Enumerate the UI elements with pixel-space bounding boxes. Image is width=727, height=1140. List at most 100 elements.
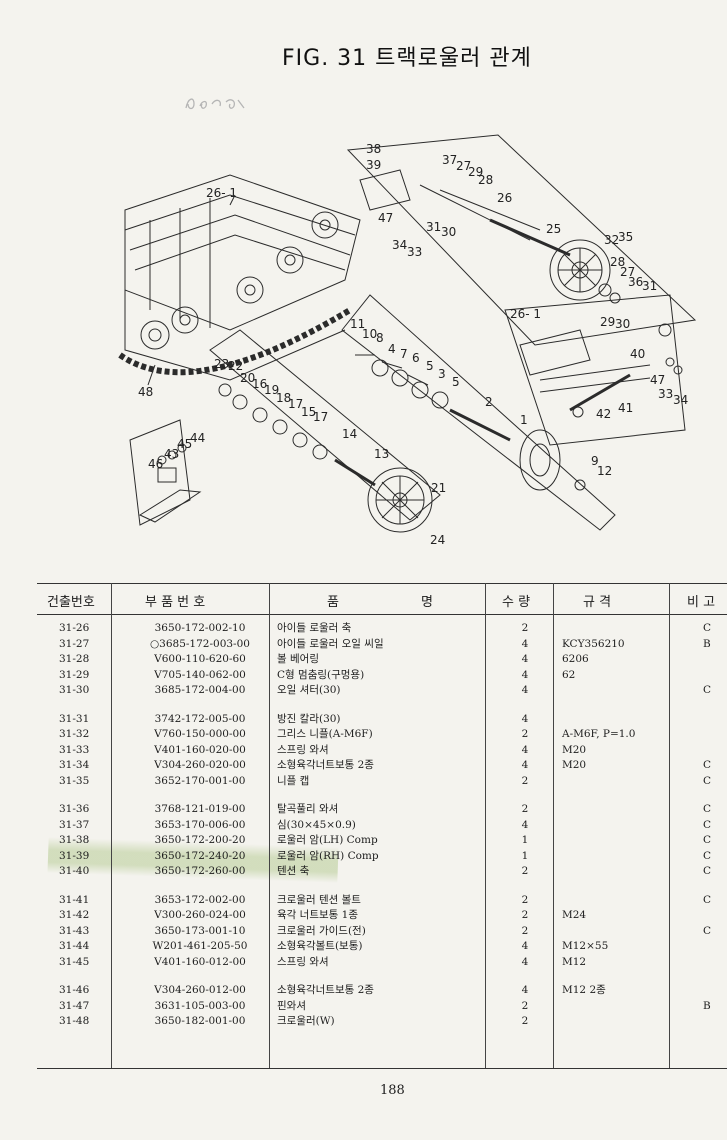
quantity-cell: 2 [521, 622, 529, 634]
part-name-cell: 볼 베어링 [277, 653, 319, 665]
exploded-parts-diagram: 38 39 37 27 29 28 26 47 31 30 34 33 25 3… [110, 130, 727, 570]
diagram-callout: 18 [276, 391, 291, 405]
diagram-callout: 38 [366, 142, 381, 156]
handwritten-note [185, 98, 245, 110]
diagram-callout: 25 [546, 222, 561, 236]
column-divider [669, 583, 670, 1068]
figure-number-cell: 31-48 [59, 1015, 90, 1027]
part-number-cell: V760-150-000-00 [154, 728, 246, 740]
remark-cell: C [703, 818, 712, 831]
quantity-cell: 2 [521, 728, 529, 740]
diagram-callout: 30 [615, 317, 630, 331]
diagram-callout: 33 [658, 387, 673, 401]
part-number-cell: 3653-172-002-00 [154, 893, 246, 906]
diagram-callout: 17 [313, 410, 328, 424]
diagram-callout: 26- 1 [206, 186, 237, 200]
diagram-callout: 29 [468, 165, 483, 179]
part-name-cell: C형 멈춤링(구멍용) [277, 668, 365, 681]
part-number-cell: 3650-172-240-20 [154, 849, 246, 862]
specification-cell: M20 [562, 759, 587, 771]
header-figure-no: 건출번호 [47, 595, 95, 610]
part-name-cell: 소형육각너트보통 2종 [277, 984, 374, 996]
quantity-cell: 2 [521, 909, 529, 921]
diagram-callout: 29 [600, 315, 615, 329]
diagram-callout: 24 [430, 533, 445, 547]
part-number-cell: 3631-105-003-00 [154, 999, 246, 1012]
group-spacer [37, 699, 727, 712]
part-name-cell: 핀와셔 [277, 999, 306, 1012]
header-part-no: 부 품 번 호 [145, 595, 206, 610]
quantity-cell: 4 [521, 668, 529, 681]
part-name-cell: 아이들 로울러 오일 씨일 [277, 637, 384, 650]
diagram-callout: 37 [442, 153, 457, 167]
part-name-cell: 심(30×45×0.9) [277, 818, 356, 831]
part-number-cell: V401-160-020-00 [154, 743, 246, 756]
diagram-callout: 17 [288, 397, 303, 411]
diagram-callout: 35 [618, 230, 633, 244]
figure-number-cell: 31-42 [59, 909, 90, 921]
diagram-callout: 46 [148, 457, 163, 471]
diagram-callout: 1 [520, 413, 528, 427]
diagram-callout: 34 [673, 393, 688, 407]
diagram-callout: 27 [620, 265, 635, 279]
specification-cell: 62 [562, 668, 576, 681]
part-name-cell: 로울러 암(RH) Comp [277, 849, 379, 862]
remark-cell: C [703, 684, 712, 696]
diagram-callout: 47 [650, 373, 665, 387]
table-header: 건출번호 부 품 번 호 품 명 수 량 규 격 비 고 [37, 583, 727, 615]
quantity-cell: 2 [521, 865, 529, 877]
part-name-cell: 육각 너트보통 1종 [277, 909, 358, 921]
quantity-cell: 4 [521, 759, 529, 771]
quantity-cell: 4 [521, 684, 529, 696]
quantity-cell: 2 [521, 1015, 529, 1027]
figure-number-cell: 31-33 [59, 743, 90, 756]
specification-cell: KCY356210 [562, 637, 625, 650]
remark-cell: C [703, 924, 712, 937]
column-divider [269, 583, 270, 1068]
table-bottom-rule [37, 1068, 727, 1069]
figure-number-cell: 31-38 [59, 834, 90, 846]
quantity-cell: 2 [521, 803, 529, 815]
part-number-cell: V705-140-062-00 [154, 668, 246, 681]
diagram-callout: 33 [407, 245, 422, 259]
part-number-cell: 3768-121-019-00 [154, 803, 246, 815]
specification-cell: M20 [562, 743, 587, 756]
part-number-cell: V401-160-012-00 [154, 955, 246, 968]
diagram-callout: 12 [597, 464, 612, 478]
header-qty: 수 량 [502, 595, 531, 610]
part-number-cell: V300-260-024-00 [154, 909, 246, 921]
quantity-cell: 4 [521, 743, 529, 756]
figure-number-cell: 31-46 [59, 984, 90, 996]
header-spec: 규 격 [583, 595, 612, 610]
diagram-callout: 41 [618, 401, 633, 415]
part-number-cell: V304-260-020-00 [154, 759, 246, 771]
group-spacer [37, 789, 727, 802]
diagram-callout: 4 [388, 342, 396, 356]
figure-number-cell: 31-37 [59, 818, 90, 831]
diagram-callout: 11 [350, 317, 365, 331]
figure-number-cell: 31-30 [59, 684, 90, 696]
quantity-cell: 4 [521, 984, 529, 996]
part-name-cell: 그리스 니플(A-M6F) [277, 728, 373, 740]
diagram-callout: 44 [190, 431, 205, 445]
specification-cell: 6206 [562, 653, 589, 665]
part-name-cell: 아이들 로울러 축 [277, 622, 352, 634]
diagram-callout: 31 [426, 220, 441, 234]
diagram-callout: 31 [642, 279, 657, 293]
part-name-cell: 방진 칼라(30) [277, 712, 341, 725]
diagram-callout: 15 [301, 405, 316, 419]
quantity-cell: 2 [521, 924, 529, 937]
